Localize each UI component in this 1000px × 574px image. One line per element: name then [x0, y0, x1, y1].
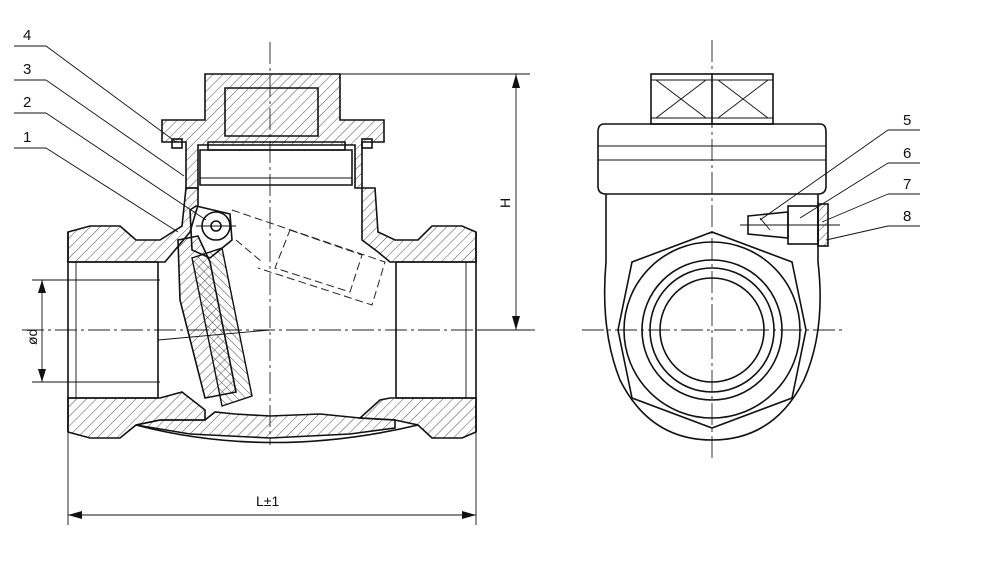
dimensions: H ød L±1 [24, 73, 530, 525]
left-callouts: 4 3 2 1 [14, 27, 207, 233]
body-bottom [135, 411, 396, 439]
side-view [582, 40, 842, 462]
part-label-8: 8 [903, 208, 911, 225]
length-dimension-label: L±1 [256, 493, 279, 509]
right-end-top [361, 187, 477, 263]
height-dimension-label: H [497, 198, 513, 208]
part-label-7: 7 [903, 176, 911, 193]
part-label-1: 1 [23, 129, 31, 146]
right-end-bottom [358, 397, 477, 439]
disc [177, 235, 237, 399]
part-label-5: 5 [903, 112, 911, 129]
part-label-6: 6 [903, 145, 911, 162]
right-callouts: 5 6 7 8 [759, 112, 920, 241]
front-section-view [22, 42, 535, 445]
part-label-3: 3 [23, 61, 31, 78]
bonnet [161, 73, 385, 189]
part-label-2: 2 [23, 94, 31, 111]
left-end-top [67, 187, 199, 263]
part-label-4: 4 [23, 27, 31, 44]
diameter-dimension-label: ød [24, 329, 40, 345]
